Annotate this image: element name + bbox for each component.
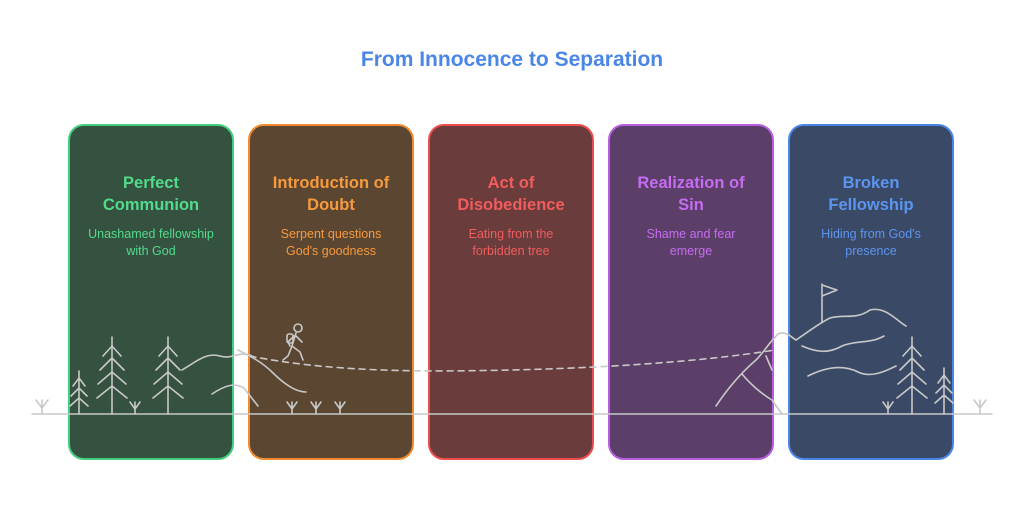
stage-title-line: Realization of	[637, 174, 745, 192]
diagram-title: From Innocence to Separation	[360, 48, 664, 71]
stage-title: Act of Disobedience	[438, 172, 584, 216]
stage-description-line: Shame and fear	[646, 227, 736, 241]
stage-description: Shame and fear emerge	[616, 226, 766, 260]
stage-description: Hiding from God's presence	[796, 226, 946, 260]
stage-description-line: Serpent questions	[280, 227, 382, 241]
stage-title: Broken Fellowship	[798, 172, 944, 216]
stage-title-line: Disobedience	[457, 196, 565, 214]
stage-title-line: Introduction of	[272, 174, 390, 192]
grass-tuft-icon	[35, 399, 49, 415]
stage-description-line: Eating from the	[468, 227, 554, 241]
stage-description: Eating from the forbidden tree	[436, 226, 586, 260]
stage-title-line: Broken	[842, 174, 900, 192]
grass-tuft-icon	[973, 399, 987, 415]
stage-card-act-of-disobedience: Act of Disobedience Eating from the forb…	[428, 124, 594, 460]
stage-card-introduction-of-doubt: Introduction of Doubt Serpent questions …	[248, 124, 414, 460]
stage-card-perfect-communion: Perfect Communion Unashamed fellowship w…	[68, 124, 234, 460]
stage-title-line: Doubt	[307, 196, 355, 214]
stage-description-line: emerge	[669, 244, 713, 258]
stage-title: Realization of Sin	[618, 172, 764, 216]
stage-title-line: Perfect	[123, 174, 179, 192]
stage-title-line: Communion	[102, 196, 200, 214]
stage-title-line: Act of	[487, 174, 535, 192]
stage-description-line: God's goodness	[286, 244, 376, 258]
stage-description-line: with God	[126, 244, 176, 258]
stage-description-line: Hiding from God's	[821, 227, 921, 241]
stage-card-realization-of-sin: Realization of Sin Shame and fear emerge	[608, 124, 774, 460]
stage-description-line: Unashamed fellowship	[88, 227, 214, 241]
stage-description: Unashamed fellowship with God	[76, 226, 226, 260]
stage-title: Introduction of Doubt	[258, 172, 404, 216]
stage-description-line: forbidden tree	[472, 244, 550, 258]
stage-title-line: Sin	[678, 196, 704, 214]
stage-description-line: presence	[845, 244, 897, 258]
stage-description: Serpent questions God's goodness	[256, 226, 406, 260]
stage-card-broken-fellowship: Broken Fellowship Hiding from God's pres…	[788, 124, 954, 460]
stage-title: Perfect Communion	[78, 172, 224, 216]
stage-title-line: Fellowship	[828, 196, 914, 214]
